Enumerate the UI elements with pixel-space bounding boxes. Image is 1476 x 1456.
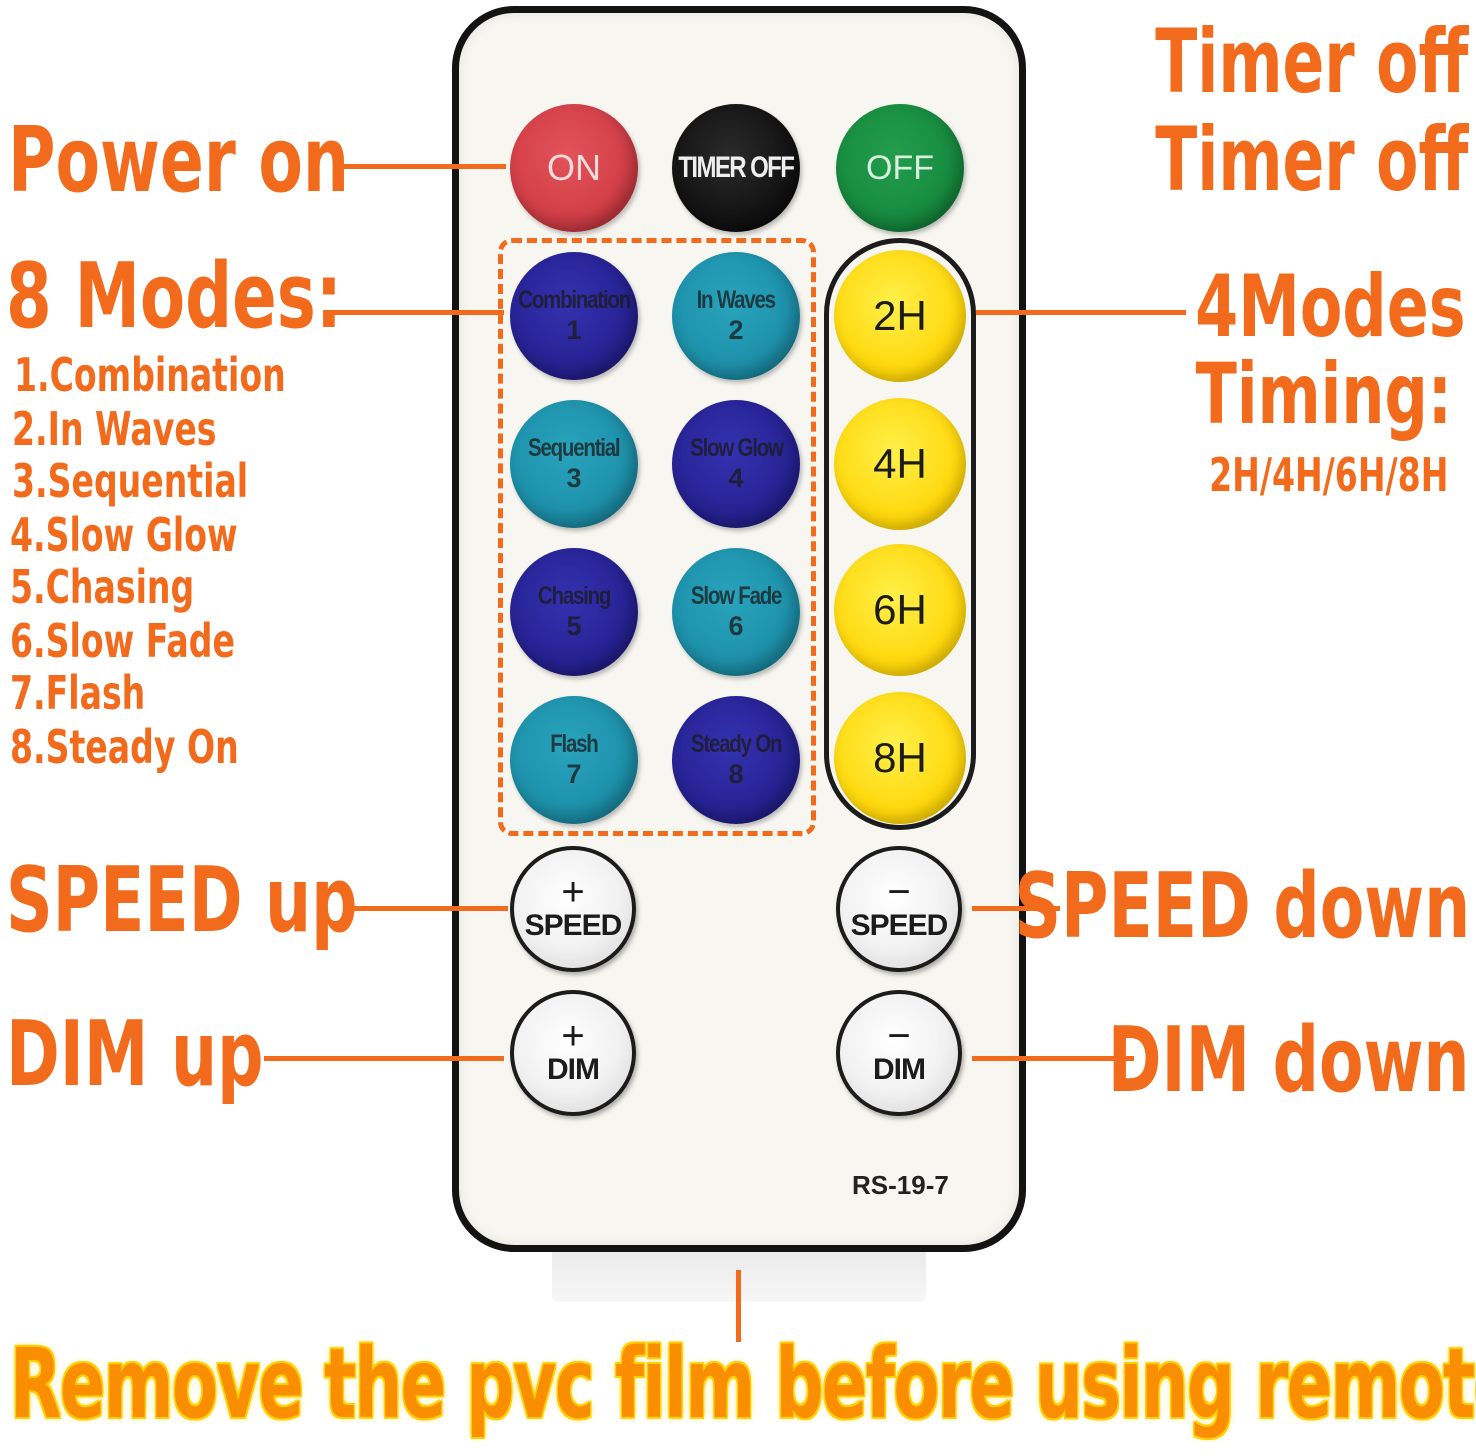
mode-name: Steady On: [690, 730, 783, 758]
model-number: RS-19-7: [852, 1170, 949, 1200]
timer-2h-button[interactable]: 2H: [834, 250, 966, 382]
mode-2-in-waves-button[interactable]: In Waves 2: [672, 252, 800, 380]
power-on-callout: Power on: [8, 108, 349, 213]
mode-6-slow-fade-button[interactable]: Slow Fade 6: [672, 548, 800, 676]
mode-number: 3: [566, 463, 582, 493]
timer-label: 6H: [873, 586, 927, 633]
mode-number: 8: [728, 759, 744, 789]
mode-name: Flash: [550, 730, 599, 758]
speed-down-button[interactable]: − SPEED: [836, 846, 962, 972]
dim-label: DIM: [547, 1053, 600, 1086]
mode-name: Sequential: [528, 434, 621, 462]
mode-8-steady-on-button[interactable]: Steady On 8: [672, 696, 800, 824]
timer-6h-button[interactable]: 6H: [834, 544, 966, 676]
dim-down-callout: DIM down: [1108, 1008, 1470, 1113]
mode-number: 4: [728, 463, 744, 493]
plus-icon: +: [561, 870, 585, 914]
timer-8h-button[interactable]: 8H: [834, 692, 966, 824]
timer-off-callout-2: Timer off: [1154, 108, 1468, 211]
timer-off-label: TIMER OFF: [678, 151, 796, 184]
mode-list-item: 7.Flash: [10, 666, 146, 720]
eight-modes-callout: 8 Modes:: [6, 244, 343, 349]
mode-list-item: 1.Combination: [14, 348, 286, 402]
timer-label: 2H: [873, 292, 927, 339]
off-label: OFF: [866, 148, 934, 187]
timer-off-button[interactable]: TIMER OFF: [672, 104, 800, 232]
minus-icon: −: [887, 870, 911, 914]
timing-options-callout: 2H/4H/6H/8H: [1208, 448, 1448, 502]
speed-down-callout: SPEED down: [1014, 854, 1470, 959]
on-label: ON: [547, 147, 601, 188]
speed-up-button[interactable]: + SPEED: [510, 846, 636, 972]
mode-number: 7: [566, 759, 582, 789]
mode-list-item: 3.Sequential: [12, 454, 249, 508]
leader-line-dim-up: [264, 1056, 504, 1061]
speed-up-callout: SPEED up: [6, 848, 358, 953]
timer-off-callout-1: Timer off: [1154, 10, 1468, 113]
leader-line-pvc-film: [736, 1270, 741, 1342]
leader-line-dim-down: [972, 1056, 1134, 1061]
dim-down-button[interactable]: − DIM: [836, 990, 962, 1116]
mode-3-sequential-button[interactable]: Sequential 3: [510, 400, 638, 528]
mode-number: 1: [566, 315, 582, 345]
mode-4-slow-glow-button[interactable]: Slow Glow 4: [672, 400, 800, 528]
mode-name: Slow Glow: [689, 434, 784, 462]
mode-1-combination-button[interactable]: Combination 1: [510, 252, 638, 380]
mode-name: Chasing: [537, 582, 611, 610]
pvc-film-warning-banner: Remove the pvc film before using remote: [10, 1328, 1476, 1440]
minus-icon: −: [887, 1014, 911, 1058]
leader-line-modes: [334, 310, 504, 315]
timer-4h-button[interactable]: 4H: [834, 398, 966, 530]
mode-number: 2: [728, 315, 744, 345]
off-button[interactable]: OFF: [836, 104, 964, 232]
speed-label: SPEED: [524, 909, 623, 942]
mode-list-item: 6.Slow Fade: [10, 614, 235, 668]
mode-number: 5: [566, 611, 582, 641]
mode-name: Slow Fade: [690, 582, 783, 610]
timer-label: 4H: [873, 440, 927, 487]
leader-line-speed-up: [350, 906, 508, 911]
timer-group-outline: [824, 238, 976, 830]
leader-line-power-on: [338, 164, 506, 169]
mode-7-flash-button[interactable]: Flash 7: [510, 696, 638, 824]
mode-list-item: 5.Chasing: [10, 560, 195, 614]
leader-line-timing: [976, 310, 1186, 315]
leader-line-speed-down: [972, 906, 1060, 911]
mode-5-chasing-button[interactable]: Chasing 5: [510, 548, 638, 676]
plus-icon: +: [561, 1014, 585, 1058]
timing-callout: Timing:: [1195, 345, 1452, 443]
on-button[interactable]: ON: [510, 104, 638, 232]
speed-label: SPEED: [850, 909, 949, 942]
timer-label: 8H: [873, 734, 927, 781]
mode-number: 6: [728, 611, 744, 641]
dim-up-callout: DIM up: [6, 1002, 264, 1107]
mode-name: Combination: [518, 286, 631, 314]
dim-label: DIM: [873, 1053, 926, 1086]
mode-group-highlight: [498, 238, 816, 836]
mode-list-item: 4.Slow Glow: [10, 508, 238, 562]
four-modes-callout: 4Modes: [1195, 257, 1466, 357]
mode-name: In Waves: [696, 286, 777, 314]
mode-list-item: 2.In Waves: [12, 402, 217, 456]
mode-list-item: 8.Steady On: [10, 720, 239, 774]
dim-up-button[interactable]: + DIM: [510, 990, 636, 1116]
